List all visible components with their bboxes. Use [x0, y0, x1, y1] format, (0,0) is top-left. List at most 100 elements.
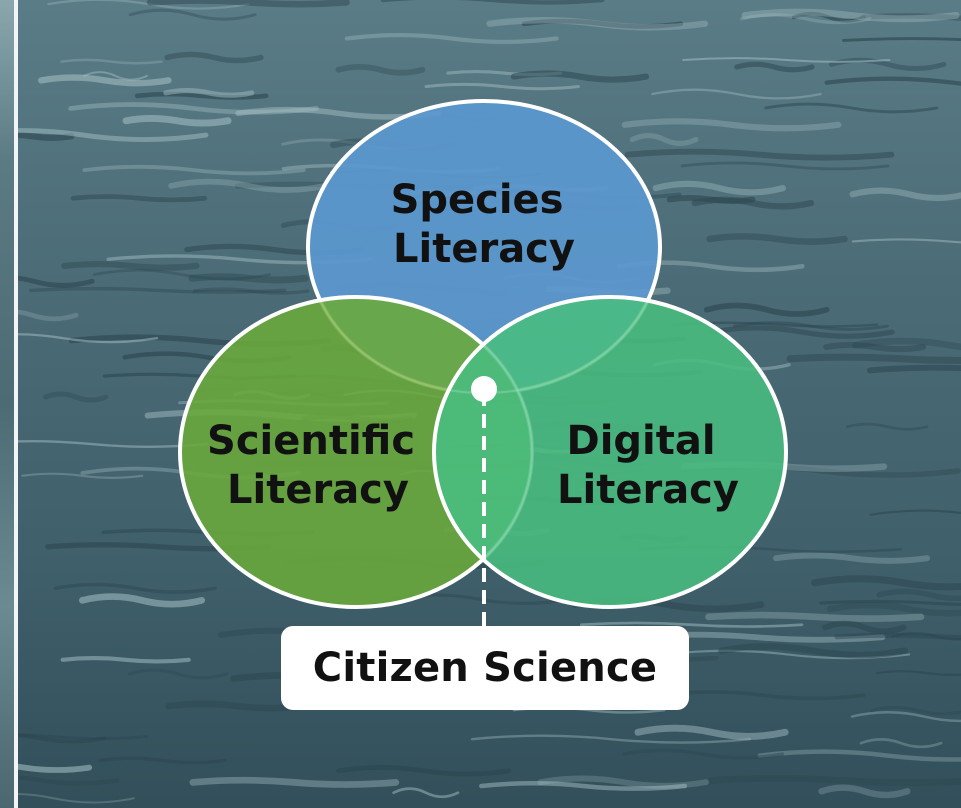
citizen-science-label: Citizen Science [312, 645, 658, 691]
water-ripple [68, 102, 319, 115]
water-ripple [824, 76, 961, 86]
water-ripple [82, 164, 306, 176]
water-ripple [92, 268, 271, 281]
water-ripple [521, 18, 684, 29]
water-ripple [18, 128, 209, 143]
water-ripple [380, 0, 605, 5]
water-ripple [18, 733, 107, 744]
water-ripple [823, 341, 927, 353]
water-ripple [652, 180, 787, 196]
water-ripple [866, 364, 961, 374]
water-ripple [53, 582, 217, 594]
water-ripple [168, 178, 328, 193]
water-ripple [424, 82, 580, 91]
water-ripple [537, 775, 709, 789]
water-ripple [479, 781, 688, 791]
water-ripple [344, 32, 559, 45]
water-ripple [70, 194, 208, 203]
water-ripple [622, 748, 785, 760]
water-ripple [891, 631, 961, 641]
water-ripple [629, 133, 699, 147]
water-ripple [127, 668, 229, 680]
water-ripple [18, 309, 79, 322]
water-ripple [707, 775, 961, 786]
water-ripple [83, 71, 148, 81]
water-ripple [38, 74, 172, 87]
water-ripple [134, 91, 269, 100]
water-ripple [718, 643, 909, 659]
water-ripple [709, 325, 895, 339]
water-ripple [876, 588, 961, 602]
water-ripple [392, 787, 460, 799]
water-ripple [18, 131, 75, 141]
digital-literacy-circle [432, 295, 788, 609]
water-ripple [741, 8, 960, 23]
citizen-science-label-box: Citizen Science [281, 626, 689, 710]
water-ripple [680, 161, 890, 171]
water-ripple [791, 11, 866, 23]
water-ripple [666, 195, 756, 204]
water-ripple [163, 88, 255, 98]
water-ripple [834, 632, 961, 641]
water-ripple [706, 233, 848, 245]
water-ripple [128, 8, 257, 21]
water-ripple [818, 784, 911, 799]
water-ripple [876, 670, 961, 676]
adjacent-photo-strip [0, 0, 14, 808]
water-ripple [47, 0, 250, 10]
water-ripple [860, 13, 961, 21]
water-ripple [470, 734, 751, 744]
water-ripple [43, 391, 109, 403]
water-ripple [846, 422, 929, 431]
water-ripple [733, 321, 889, 331]
water-ripple [510, 70, 650, 83]
water-ripple [852, 337, 961, 351]
water-ripple [18, 733, 149, 740]
water-ripple [786, 353, 961, 364]
water-ripple [29, 286, 287, 294]
scientific-literacy-label: Scientific Literacy [207, 418, 429, 513]
water-ripple [703, 302, 830, 317]
water-ripple [98, 756, 227, 765]
water-ripple [18, 440, 208, 448]
water-ripple [18, 793, 135, 804]
water-ripple [486, 16, 709, 31]
digital-literacy-label: Digital Literacy [557, 418, 739, 513]
water-ripple [79, 593, 206, 608]
water-ripple [18, 775, 120, 786]
water-ripple [826, 601, 961, 617]
water-ripple [822, 620, 907, 635]
divider-line [14, 0, 18, 808]
intersection-marker [471, 376, 497, 402]
water-ripple [851, 238, 961, 244]
water-ripple [811, 575, 961, 591]
water-ripple [60, 656, 191, 664]
water-ripple [705, 611, 925, 622]
water-ripple [842, 37, 961, 42]
water-ripple [579, 621, 804, 628]
water-ripple [621, 118, 842, 132]
water-ripple [757, 749, 961, 762]
water-ripple [682, 57, 891, 63]
water-ripple [634, 724, 789, 740]
water-ripple [336, 765, 512, 777]
water-ripple [146, 0, 350, 8]
water-ripple [164, 51, 264, 64]
water-ripple [335, 63, 426, 76]
water-ripple [21, 472, 144, 479]
water-ripple [764, 102, 939, 114]
water-ripple [869, 509, 961, 516]
water-ripple [188, 273, 309, 284]
water-ripple [869, 705, 961, 716]
water-ripple [660, 690, 866, 701]
water-ripple [60, 58, 163, 65]
water-ripple [850, 711, 961, 723]
water-ripple [189, 776, 400, 788]
water-ripple [192, 287, 310, 295]
water-ripple [61, 261, 200, 271]
water-ripple [859, 738, 943, 749]
water-ripple [18, 763, 93, 773]
water-ripple [740, 13, 872, 25]
water-ripple [819, 599, 961, 606]
